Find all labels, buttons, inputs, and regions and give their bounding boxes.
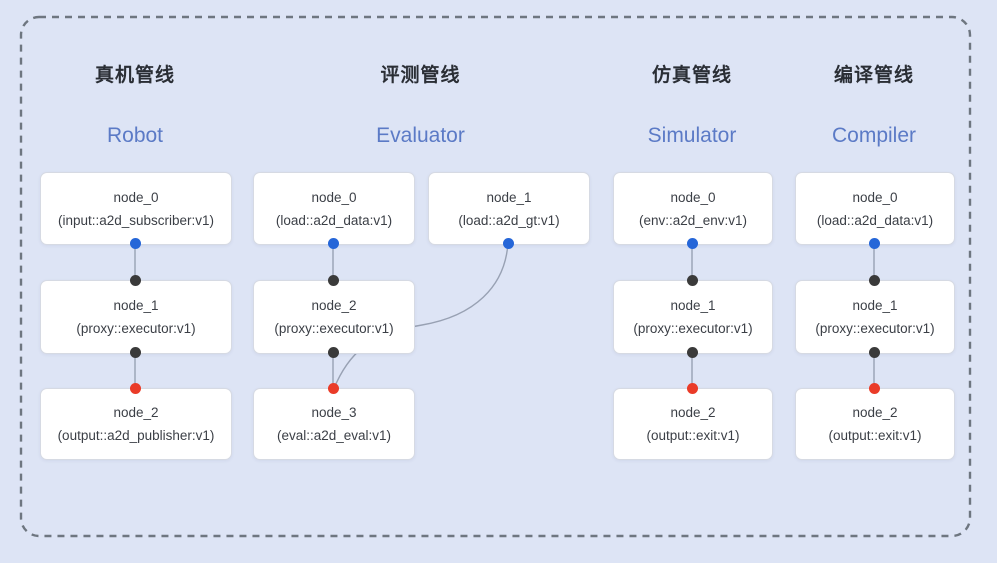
node-title: node_1 bbox=[670, 298, 716, 313]
pipeline-title-en-evaluator: Evaluator bbox=[376, 124, 465, 147]
node-subtitle: (proxy::executor:v1) bbox=[633, 321, 753, 336]
input-port-dot-dark bbox=[686, 274, 698, 286]
node-subtitle: (proxy::executor:v1) bbox=[76, 321, 196, 336]
node-title: node_1 bbox=[113, 298, 159, 313]
node-box-robot-node2: node_2 (output::a2d_publisher:v1) bbox=[40, 388, 232, 460]
input-port-dot-red bbox=[868, 382, 880, 394]
output-port-dot-blue bbox=[502, 237, 514, 249]
node-subtitle: (load::a2d_data:v1) bbox=[816, 212, 934, 228]
output-port-dot-dark bbox=[686, 346, 698, 358]
node-box-evaluator-node3: node_3 (eval::a2d_eval:v1) bbox=[253, 388, 415, 460]
input-port-dot-dark bbox=[129, 274, 141, 286]
output-port-dot-dark bbox=[868, 346, 880, 358]
node-box-evaluator-node2: node_2 (proxy::executor:v1) bbox=[253, 280, 415, 354]
pipeline-title-en-simulator: Simulator bbox=[647, 124, 737, 147]
edge-evaluator-n1-n3-curved bbox=[334, 242, 509, 387]
node-title: node_2 bbox=[113, 405, 159, 420]
node-title: node_2 bbox=[852, 405, 898, 420]
node-box-simulator-node0: node_0 (env::a2d_env:v1) bbox=[613, 172, 773, 245]
output-port-dot-blue bbox=[686, 237, 698, 249]
pipeline-title-zh-simulator: 仿真管线 bbox=[651, 65, 732, 86]
node-title: node_2 bbox=[311, 298, 357, 313]
node-subtitle: (output::a2d_publisher:v1) bbox=[57, 428, 215, 443]
node-box-compiler-node2: node_2 (output::exit:v1) bbox=[795, 388, 955, 460]
node-box-evaluator-node1: node_1 (load::a2d_gt:v1) bbox=[428, 172, 590, 245]
node-box-simulator-node2: node_2 (output::exit:v1) bbox=[613, 388, 773, 460]
pipeline-title-zh-compiler: 编译管线 bbox=[833, 65, 914, 86]
node-title: node_0 bbox=[852, 189, 898, 205]
output-port-dot-blue bbox=[129, 237, 141, 249]
node-subtitle: (proxy::executor:v1) bbox=[815, 321, 935, 336]
output-port-dot-blue bbox=[868, 237, 880, 249]
pipeline-title-zh-evaluator: 评测管线 bbox=[380, 65, 461, 86]
node-subtitle: (output::exit:v1) bbox=[646, 428, 740, 443]
node-subtitle: (proxy::executor:v1) bbox=[274, 321, 394, 336]
node-subtitle: (load::a2d_gt:v1) bbox=[458, 212, 560, 228]
node-title: node_2 bbox=[670, 405, 716, 420]
node-subtitle: (load::a2d_data:v1) bbox=[275, 212, 393, 228]
node-subtitle: (env::a2d_env:v1) bbox=[638, 212, 748, 228]
input-port-dot-dark bbox=[868, 274, 880, 286]
node-title: node_1 bbox=[486, 189, 532, 205]
dashed-frame-border bbox=[19, 15, 972, 538]
node-subtitle: (eval::a2d_eval:v1) bbox=[276, 428, 392, 443]
node-title: node_3 bbox=[311, 405, 357, 420]
output-port-dot-blue bbox=[327, 237, 339, 249]
pipeline-title-zh-robot: 真机管线 bbox=[94, 65, 175, 86]
input-port-dot-red bbox=[129, 382, 141, 394]
node-title: node_0 bbox=[113, 189, 159, 205]
node-box-compiler-node0: node_0 (load::a2d_data:v1) bbox=[795, 172, 955, 245]
node-subtitle: (input::a2d_subscriber:v1) bbox=[57, 212, 215, 228]
node-box-compiler-node1: node_1 (proxy::executor:v1) bbox=[795, 280, 955, 354]
node-title: node_0 bbox=[670, 189, 716, 205]
node-subtitle: (output::exit:v1) bbox=[828, 428, 922, 443]
node-box-robot-node1: node_1 (proxy::executor:v1) bbox=[40, 280, 232, 354]
input-port-dot-red bbox=[686, 382, 698, 394]
node-title: node_0 bbox=[311, 189, 357, 205]
node-title: node_1 bbox=[852, 298, 898, 313]
node-box-robot-node0: node_0 (input::a2d_subscriber:v1) bbox=[40, 172, 232, 245]
input-port-dot-red bbox=[327, 382, 339, 394]
pipeline-title-en-robot: Robot bbox=[106, 124, 164, 147]
output-port-dot-dark bbox=[129, 346, 141, 358]
pipeline-title-en-compiler: Compiler bbox=[831, 124, 917, 147]
node-box-evaluator-node0: node_0 (load::a2d_data:v1) bbox=[253, 172, 415, 245]
input-port-dot-dark bbox=[327, 274, 339, 286]
output-port-dot-dark bbox=[327, 346, 339, 358]
node-box-simulator-node1: node_1 (proxy::executor:v1) bbox=[613, 280, 773, 354]
